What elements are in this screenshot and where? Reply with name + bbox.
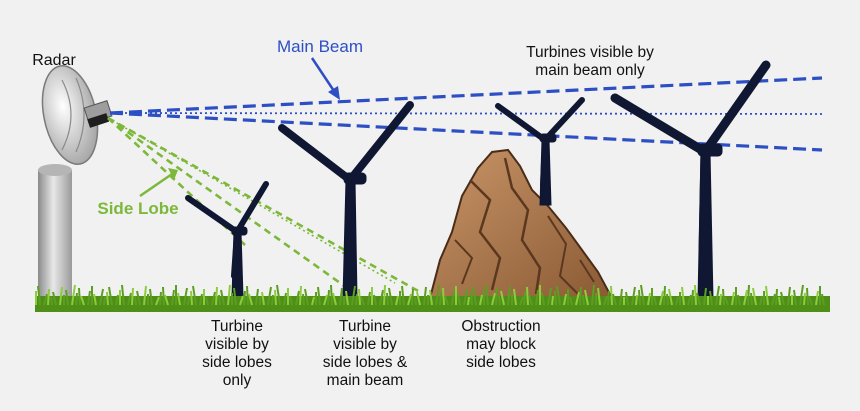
wind-turbine-icon	[185, 181, 269, 298]
main-beam-arrow	[310, 57, 340, 100]
rock-obstruction-icon	[428, 148, 614, 299]
wind-turbine-icon	[495, 97, 585, 206]
wind-turbine-icon	[278, 101, 414, 299]
side-lobe-label: Side Lobe	[97, 199, 179, 218]
wind-turbine-icon	[610, 60, 771, 301]
side-lobe-arrow	[139, 168, 178, 198]
side-and-main-turbine-label: Turbine visible by side lobes & main bea…	[322, 318, 408, 389]
radar-label: Radar	[32, 52, 76, 69]
obstruction-label: Obstruction may block side lobes	[461, 318, 541, 371]
main-beam-label: Main Beam	[277, 37, 363, 56]
grass-icon	[35, 284, 830, 312]
radar-dish-icon	[38, 65, 113, 310]
main-beam-turbines-label: Turbines visible by main beam only	[526, 44, 654, 79]
side-lobe-turbine-label: Turbine visible by side lobes only	[202, 318, 272, 389]
